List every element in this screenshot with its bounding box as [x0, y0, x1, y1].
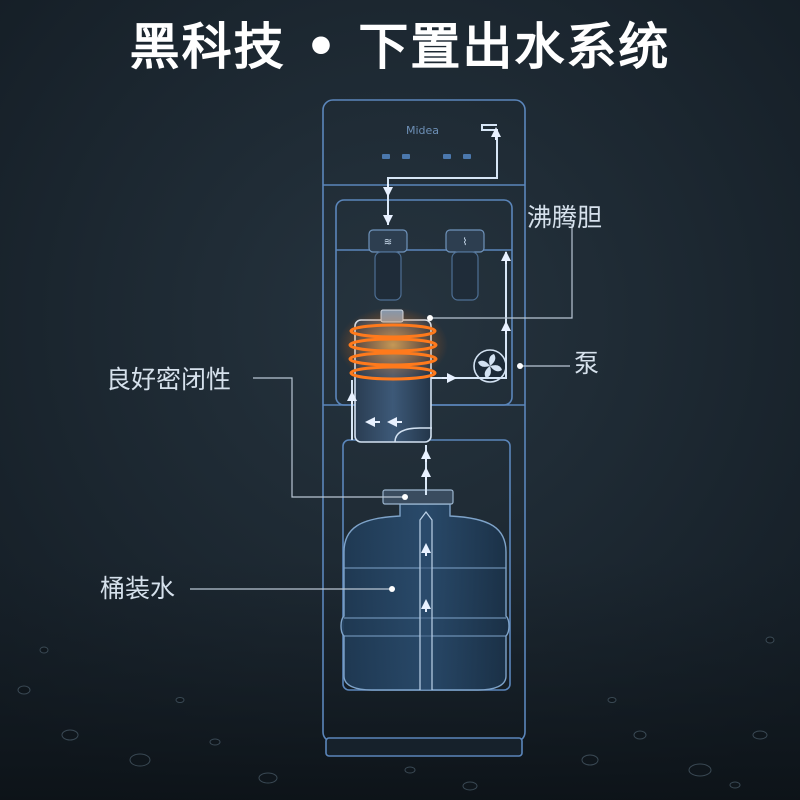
heating-coil-icon: [348, 323, 438, 381]
svg-text:⌇: ⌇: [463, 237, 468, 248]
normal-water-faucet: ⌇: [445, 229, 485, 301]
hot-water-faucet: ≋: [368, 229, 408, 301]
control-panel-indicators: [382, 154, 471, 159]
pump-fan-icon: [473, 349, 507, 383]
brand-logo: Midea: [406, 124, 440, 137]
callout-dots: [389, 315, 523, 592]
page-title: 黑科技 • 下置出水系统: [129, 18, 671, 76]
svg-text:≋: ≋: [384, 237, 392, 248]
flow-arrows: [347, 127, 511, 612]
callout-lines: [190, 224, 573, 590]
label-bottled-water: 桶装水: [100, 574, 176, 603]
intake-pipe: [419, 511, 433, 690]
boiling-tank: [338, 307, 448, 443]
water-droplets: [17, 636, 775, 791]
label-pump: 泵: [574, 349, 600, 378]
label-sealing: 良好密闭性: [106, 365, 232, 394]
label-boiling-tank: 沸腾胆: [527, 203, 603, 232]
